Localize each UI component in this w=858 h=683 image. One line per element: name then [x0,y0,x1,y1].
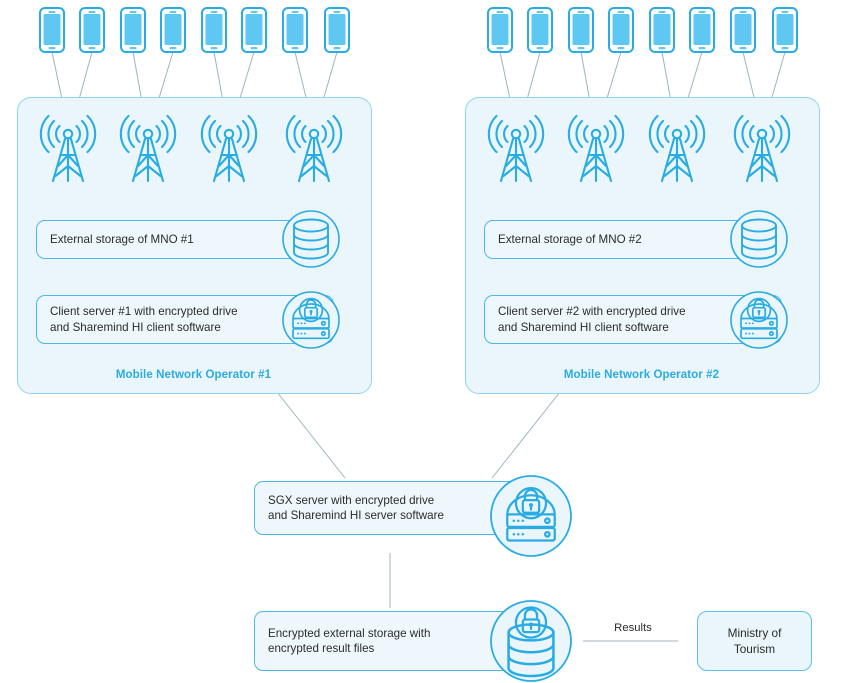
client-server-label-mno2: Client server #2 with encrypted drive an… [498,305,686,334]
client-server-label-mno1: Client server #1 with encrypted drive an… [50,305,238,334]
result-storage-label: Encrypted external storage with encrypte… [268,626,431,656]
secure-database-icon [490,600,572,682]
secure-server-icon [282,291,340,349]
sgx-server-label: SGX server with encrypted drive and Shar… [268,493,444,523]
secure-server-icon [730,291,788,349]
database-icon [282,210,340,268]
secure-server-icon [490,475,572,557]
result-storage-box[interactable]: Encrypted external storage with encrypte… [254,611,536,671]
mno-panel-2-label: Mobile Network Operator #2 [563,369,720,381]
results-link-label: Results [614,622,652,634]
storage-label-mno1: External storage of MNO #1 [50,232,194,246]
sgx-server-box[interactable]: SGX server with encrypted drive and Shar… [254,481,536,535]
ministry-box[interactable]: Ministry of Tourism [697,611,812,671]
client-server-box-mno2[interactable]: Client server #2 with encrypted drive an… [484,295,782,344]
storage-label-mno2: External storage of MNO #2 [498,232,642,246]
database-icon [730,210,788,268]
mno-panel-1-label: Mobile Network Operator #1 [115,369,272,381]
